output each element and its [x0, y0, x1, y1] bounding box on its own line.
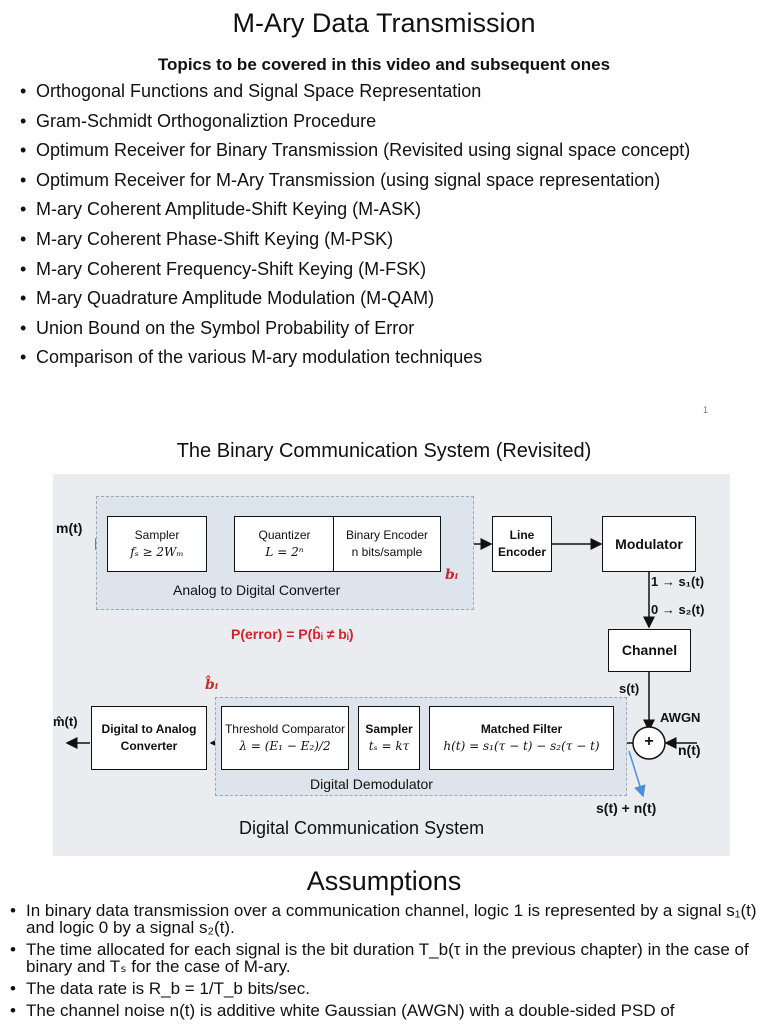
slide1-title: M-Ary Data Transmission [232, 8, 536, 38]
list-item: M-ary Quadrature Amplitude Modulation (M… [18, 289, 758, 309]
output-label: m̂(t) [53, 714, 78, 729]
threshold-block: Threshold Comparator λ = (E₁ − E₂)/2 [221, 706, 349, 770]
list-item: M-ary Coherent Amplitude-Shift Keying (M… [18, 200, 758, 220]
bi-hat-label: b̂ᵢ [205, 677, 219, 693]
map-zero: 0 → s₂(t) [651, 602, 705, 617]
channel-block: Channel [608, 629, 691, 672]
sampler-eq: fₛ ≥ 2Wₘ [130, 545, 184, 559]
communication-system-diagram: Analog to Digital Converter bᵢ m(t) Samp… [53, 474, 730, 856]
threshold-label: Threshold Comparator [224, 722, 346, 736]
awgn-label: AWGN [660, 710, 701, 725]
page-number: 1 [702, 405, 708, 415]
error-equation: P(error) = P(b̂ᵢ ≠ bᵢ) [231, 626, 354, 642]
sampler2-block: Sampler tₛ = kτ [358, 706, 420, 770]
map-one: 1 → s₁(t) [651, 574, 705, 589]
quantizer-eq: L = 2ⁿ [265, 545, 304, 559]
slide3-title: Assumptions [306, 866, 462, 896]
binary-encoder-sub: n bits/sample [351, 545, 423, 559]
dac-block: Digital to Analog Converter [91, 706, 207, 770]
quantizer-block: Quantizer L = 2ⁿ [234, 516, 335, 572]
threshold-eq: λ = (E₁ − E₂)/2 [239, 739, 331, 753]
adder-symbol: + [644, 733, 654, 750]
sampler2-label: Sampler [365, 722, 413, 736]
line-encoder-block: Line Encoder [492, 516, 552, 572]
adc-group-label: Analog to Digital Converter [173, 582, 341, 598]
sum-label: s(t) + n(t) [596, 800, 657, 816]
slide2-title: The Binary Communication System (Revisit… [176, 440, 592, 462]
list-item: Gram-Schmidt Orthogonaliztion Procedure [18, 111, 758, 131]
list-item: M-ary Coherent Phase-Shift Keying (M-PSK… [18, 229, 758, 249]
nt-label: n(t) [678, 742, 701, 758]
list-item: The time allocated for each signal is th… [8, 941, 760, 975]
list-item: In binary data transmission over a commu… [8, 902, 760, 936]
list-item: The data rate is R_b = 1/T_b bits/sec. [8, 980, 760, 997]
bi-label: bᵢ [445, 567, 459, 583]
list-item: Optimum Receiver for M-Ary Transmission … [18, 170, 758, 190]
binary-encoder-label: Binary Encoder [345, 528, 429, 542]
list-item: Union Bound on the Symbol Probability of… [18, 318, 758, 338]
topics-list: Orthogonal Functions and Signal Space Re… [18, 82, 758, 378]
st-label: s(t) [619, 681, 640, 696]
modulator-label: Modulator [615, 535, 683, 552]
adder-circle [632, 726, 666, 760]
binary-encoder-block: Binary Encoder n bits/sample [333, 516, 441, 572]
dac-label: Digital to Analog Converter [101, 722, 197, 753]
list-item: Orthogonal Functions and Signal Space Re… [18, 82, 758, 102]
matched-filter-label: Matched Filter [480, 722, 563, 736]
channel-label: Channel [621, 642, 678, 658]
sampler-label: Sampler [134, 528, 180, 542]
modulator-block: Modulator [602, 516, 696, 572]
input-label: m(t) [56, 520, 83, 536]
list-item: M-ary Coherent Frequency-Shift Keying (M… [18, 259, 758, 279]
list-item: Comparison of the various M-ary modulati… [18, 348, 758, 368]
quantizer-label: Quantizer [258, 528, 311, 542]
sampler2-eq: tₛ = kτ [368, 739, 410, 753]
sum-pointer [628, 750, 646, 798]
matched-filter-block: Matched Filter h(t) = s₁(τ − t) − s₂(τ −… [429, 706, 614, 770]
assumptions-list: In binary data transmission over a commu… [8, 902, 760, 1024]
slide1-subtitle: Topics to be covered in this video and s… [157, 55, 611, 74]
sampler-block: Sampler fₛ ≥ 2Wₘ [107, 516, 207, 572]
diagram-caption: Digital Communication System [239, 818, 485, 838]
list-item: Optimum Receiver for Binary Transmission… [18, 141, 758, 161]
matched-filter-eq: h(t) = s₁(τ − t) − s₂(τ − t) [443, 739, 600, 753]
list-item: The channel noise n(t) is additive white… [8, 1002, 760, 1019]
line-encoder-label: Line Encoder [497, 528, 546, 559]
demodulator-group-label: Digital Demodulator [310, 776, 433, 792]
